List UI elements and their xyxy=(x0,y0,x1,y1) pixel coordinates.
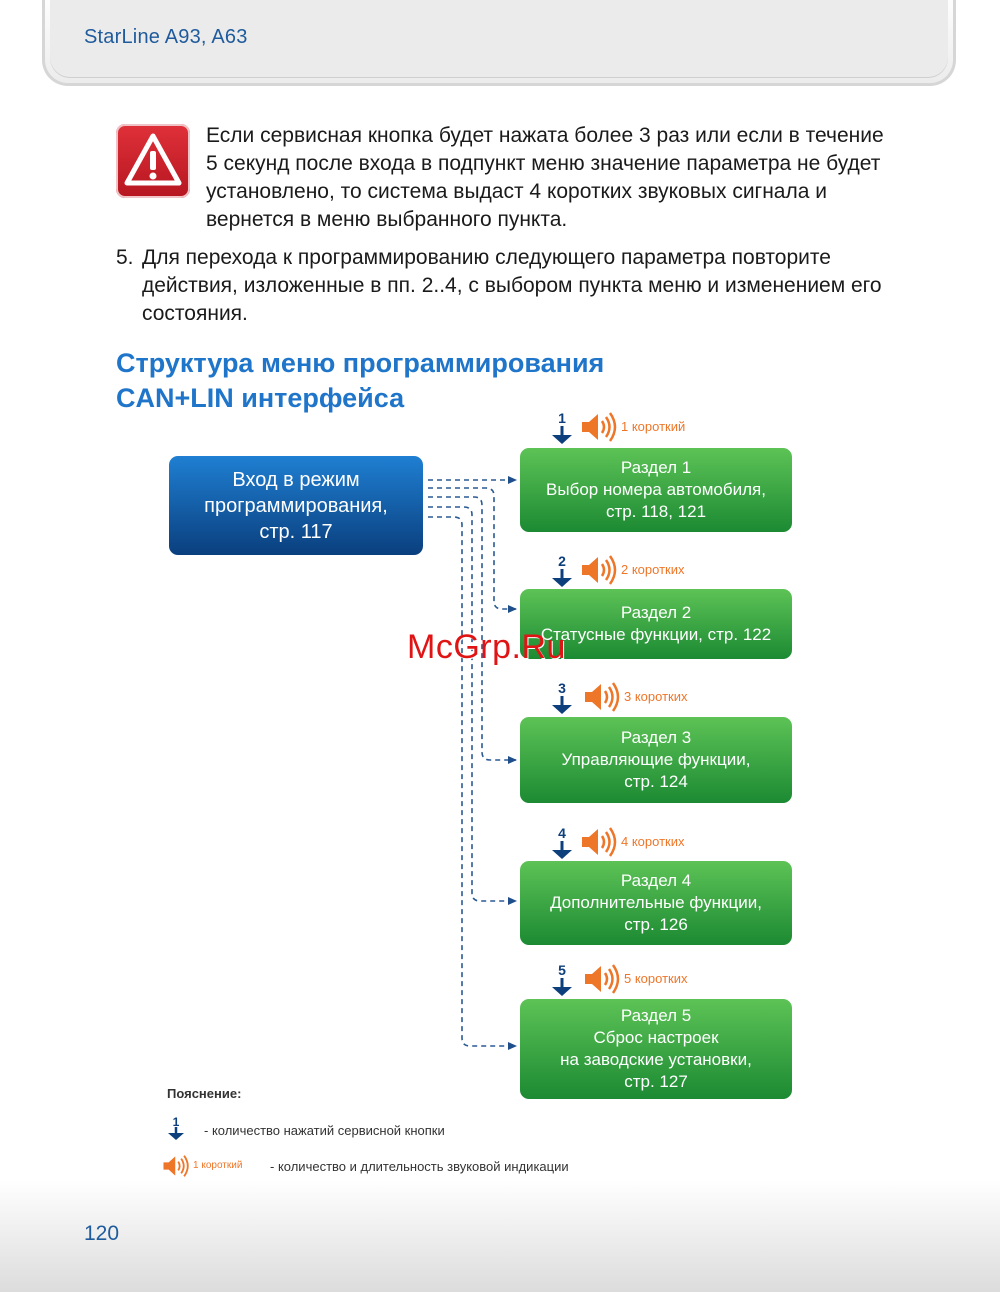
step-text: Для перехода к программированию следующе… xyxy=(142,246,882,325)
section-5-box: Раздел 5 Сброс настроек на заводские уст… xyxy=(520,999,792,1099)
press-count-marker: 4 xyxy=(550,825,584,863)
speaker-icon xyxy=(585,682,620,712)
section-4-line-3: стр. 126 xyxy=(624,915,688,934)
step-5: 5. Для перехода к программированию следу… xyxy=(116,244,896,328)
press-count-marker: 3 xyxy=(550,680,584,718)
entry-line-1: Вход в режим xyxy=(232,468,360,491)
down-arrow-icon xyxy=(552,696,572,714)
press-count: 3 xyxy=(558,680,566,696)
section-1-line-3: стр. 118, 121 xyxy=(605,502,707,521)
speaker-icon xyxy=(585,964,620,994)
speaker-icon xyxy=(163,1155,189,1177)
section-5-line-3: на заводские установки, xyxy=(560,1050,752,1069)
section-2-line-1: Раздел 2 xyxy=(620,603,692,622)
press-count-marker: 1 xyxy=(550,410,584,448)
beep-count-label: 5 коротких xyxy=(624,971,688,986)
section-3-box: Раздел 3 Управляющие функции, стр. 124 xyxy=(520,717,792,803)
warning-text: Если сервисная кнопка будет нажата более… xyxy=(206,124,884,231)
section-5-line-2: Сброс настроек xyxy=(593,1028,719,1047)
section-2-line-2: Статусные функции, стр. 122 xyxy=(540,625,772,644)
watermark: McGrp.Ru xyxy=(407,628,566,666)
beep-count-label: 1 короткий xyxy=(621,419,686,434)
press-count-marker: 2 xyxy=(550,553,584,591)
down-arrow-icon xyxy=(552,426,572,444)
section-4-line-2: Дополнительные функции, xyxy=(550,893,762,912)
entry-line-3: стр. 117 xyxy=(259,520,333,543)
entry-line-2: программирования, xyxy=(204,494,388,517)
legend-press-text: - количество нажатий сервисной кнопки xyxy=(204,1123,445,1138)
section-title-line-1: Структура меню программирования xyxy=(116,348,605,378)
press-count: 5 xyxy=(558,962,566,978)
section-3-line-2: Управляющие функции, xyxy=(561,750,751,769)
legend-press-count: 1 xyxy=(172,1115,180,1129)
section-4-box: Раздел 4 Дополнительные функции, стр. 12… xyxy=(520,861,792,945)
down-arrow-icon xyxy=(168,1127,184,1140)
programming-mode-entry-box: Вход в режим программирования, стр. 117 xyxy=(169,456,423,555)
section-title-line-2: CAN+LIN интерфейса xyxy=(116,383,405,413)
section-3-line-3: стр. 124 xyxy=(624,772,688,791)
connector-3 xyxy=(428,496,517,764)
warning-triangle-icon xyxy=(116,124,190,198)
legend-beep-text: - количество и длительность звуковой инд… xyxy=(270,1159,569,1174)
press-count: 4 xyxy=(558,825,566,841)
legend-title: Пояснение: xyxy=(167,1086,242,1101)
down-arrow-icon xyxy=(552,978,572,996)
section-4-line-1: Раздел 4 xyxy=(620,871,692,890)
section-1-box: Раздел 1 Выбор номера автомобиля, стр. 1… xyxy=(520,448,792,532)
section-1-line-1: Раздел 1 xyxy=(620,458,692,477)
connector-4 xyxy=(428,506,517,905)
press-count-marker: 5 xyxy=(550,962,584,1000)
beep-count-label: 2 коротких xyxy=(621,562,685,577)
document-title: StarLine A93, A63 xyxy=(84,26,248,48)
step-number: 5. xyxy=(116,246,134,269)
beep-count-label: 3 коротких xyxy=(624,689,688,704)
speaker-icon xyxy=(582,827,617,857)
down-arrow-icon xyxy=(552,841,572,859)
press-count: 1 xyxy=(558,410,566,426)
beep-count-label: 4 коротких xyxy=(621,834,685,849)
speaker-icon xyxy=(582,555,617,585)
section-2-box: Раздел 2 Статусные функции, стр. 122 xyxy=(520,589,792,659)
section-3-line-1: Раздел 3 xyxy=(620,728,692,747)
down-arrow-icon xyxy=(552,569,572,587)
section-1-line-2: Выбор номера автомобиля, xyxy=(546,480,766,499)
speaker-icon xyxy=(582,412,617,442)
section-5-line-4: стр. 127 xyxy=(624,1072,688,1091)
section-5-line-1: Раздел 5 xyxy=(620,1006,692,1025)
connector-5 xyxy=(428,516,517,1050)
header-bar xyxy=(50,0,948,78)
section-title: Структура меню программирования CAN+LIN … xyxy=(116,346,604,416)
legend-beep-example: 1 короткий xyxy=(193,1160,243,1171)
legend-press-marker: 1 xyxy=(164,1115,188,1142)
page-number: 120 xyxy=(84,1222,120,1245)
press-count: 2 xyxy=(558,553,566,569)
footer-band xyxy=(0,1180,1000,1292)
